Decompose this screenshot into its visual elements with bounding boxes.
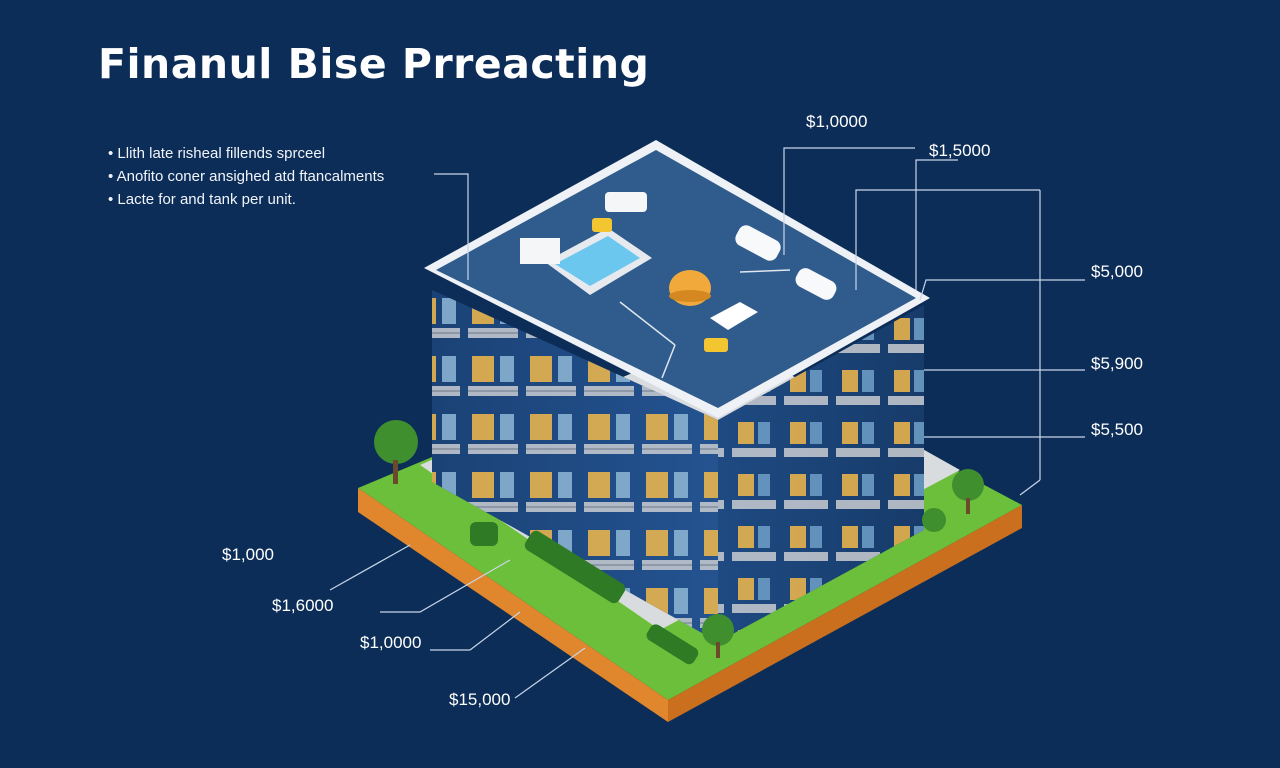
price-label-right-3: $5,500 [1091, 420, 1143, 439]
bullet-list: Llith late risheal fillends sprceel Anof… [108, 142, 385, 211]
price-label-left-3: $1,0000 [360, 633, 422, 652]
price-label-top-1: $1,0000 [806, 112, 868, 131]
building-left-wall [432, 290, 718, 642]
price-label-left-1: $1,000 [222, 545, 274, 564]
bullet-item: Anofito coner ansighed atd ftancalments [108, 165, 385, 188]
price-label-right-2: $5,900 [1091, 354, 1143, 373]
price-label-top-2: $1,5000 [929, 141, 991, 160]
bullet-item: Lacte for and tank per unit. [108, 188, 384, 211]
price-label-right-1: $5,000 [1091, 262, 1143, 281]
price-label-left-4: $15,000 [449, 690, 511, 709]
leader-lines [329, 147, 1085, 699]
trees [374, 420, 984, 665]
page-title: Finanul Bise Prreacting [98, 40, 650, 88]
building-right-wall [718, 305, 924, 642]
price-label-left-2: $1,6000 [272, 596, 334, 615]
bullet-item: Llith late risheal fillends sprceel [108, 142, 384, 165]
roof [424, 140, 930, 418]
